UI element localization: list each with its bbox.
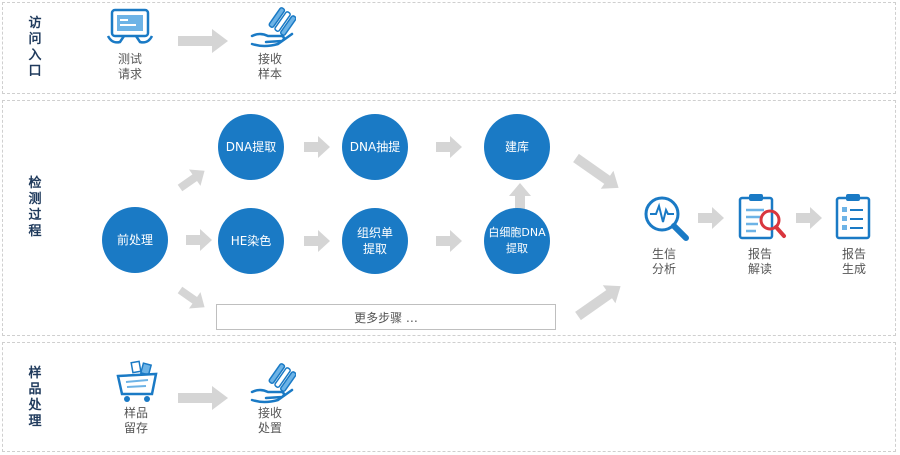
node-tissue-extract: 组织单提取 (342, 208, 408, 274)
test-request-caption: 测试请求 (117, 52, 142, 81)
receive-sample-caption: 接收样本 (257, 52, 282, 81)
node-dna-pick: DNA抽提 (342, 114, 408, 180)
report-gen-caption: 报告生成 (841, 247, 866, 276)
arrow-retain-to-dispose (178, 386, 228, 410)
bioinfo-caption: 生信分析 (651, 247, 676, 276)
arrow-dna-to-pick (304, 136, 330, 158)
node-he-stain: HE染色 (218, 208, 284, 274)
access-section-label: 访问 入口 (28, 16, 42, 79)
sample-section-label: 样品 处理 (28, 366, 42, 429)
clipboard-checklist-icon (835, 194, 871, 240)
arrow-wbc-to-lib (509, 183, 531, 210)
arrow-pick-to-lib (436, 136, 462, 158)
process-section-label: 检测 过程 (28, 176, 42, 239)
report-read-caption: 报告解读 (747, 247, 772, 276)
node-pre-process: 前处理 (102, 207, 168, 273)
access-section (2, 2, 896, 94)
arrow-more-to-bioinfo (575, 285, 621, 321)
hand-test-tubes-icon (250, 363, 296, 404)
clipboard-magnifier-icon (738, 194, 786, 240)
hand-test-tubes-icon (250, 7, 296, 48)
process-section (2, 100, 896, 336)
arrow-read-to-gen (796, 207, 822, 229)
tablet-request-icon (106, 8, 154, 44)
storage-cart-icon (116, 360, 158, 402)
arrow-he-to-tissue (304, 230, 330, 252)
arrow-tissue-to-wbc (436, 230, 462, 252)
arrow-lib-to-bioinfo (573, 153, 619, 189)
more-steps-box: 更多步骤 … (216, 304, 556, 330)
arrow-pre-to-dna (177, 169, 205, 192)
node-library: 建库 (484, 114, 550, 180)
arrow-pre-to-more (177, 286, 205, 309)
sample-section (2, 342, 896, 452)
arrow-pre-to-he (186, 229, 212, 251)
node-dna-extract: DNA提取 (218, 114, 284, 180)
arrow-request-to-receive (178, 29, 228, 53)
magnifier-waveform-icon (644, 196, 689, 241)
retain-caption: 样品留存 (123, 406, 148, 435)
arrow-bioinfo-to-read (698, 207, 724, 229)
dispose-caption: 接收处置 (257, 406, 282, 435)
